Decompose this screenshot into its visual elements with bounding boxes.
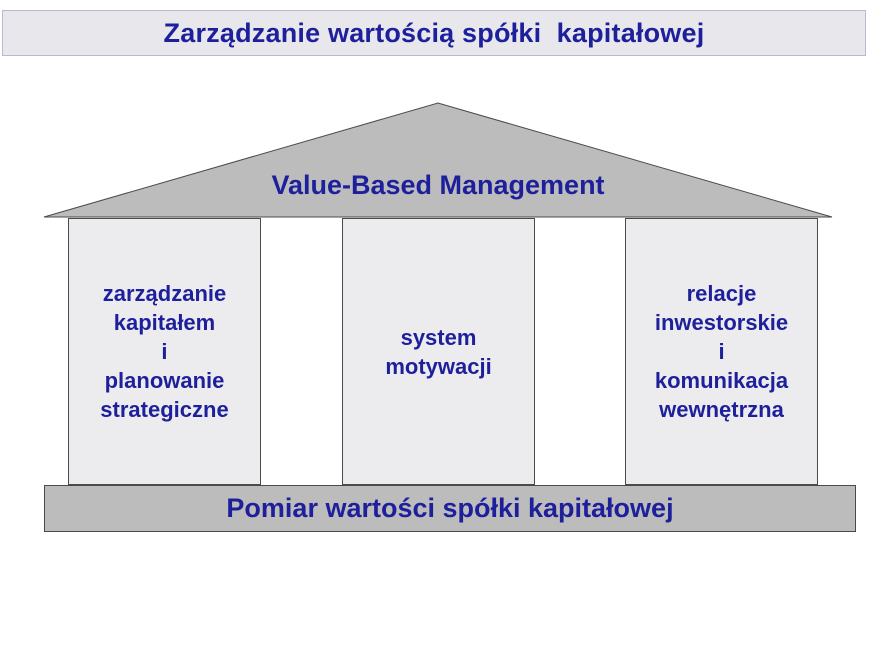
pillar-motivation-system: system motywacji [342,218,535,485]
page-title: Zarządzanie wartością spółki kapitałowej [163,17,705,48]
pillar-investor-relations: relacje inwestorskie i komunikacja wewnę… [625,218,818,485]
base-label: Pomiar wartości spółki kapitałowej [226,493,674,523]
pillar-label: relacje inwestorskie i komunikacja wewnę… [654,281,789,422]
roof-label: Value-Based Management [271,170,605,200]
roof-triangle [43,102,833,218]
title-banner: Zarządzanie wartością spółki kapitałowej [2,10,866,56]
pillar-capital-management: zarządzanie kapitałem i planowanie strat… [68,218,261,485]
pillar-label: zarządzanie kapitałem i planowanie strat… [100,281,229,422]
pillar-label: system motywacji [385,324,492,379]
foundation-base: Pomiar wartości spółki kapitałowej [44,485,856,532]
